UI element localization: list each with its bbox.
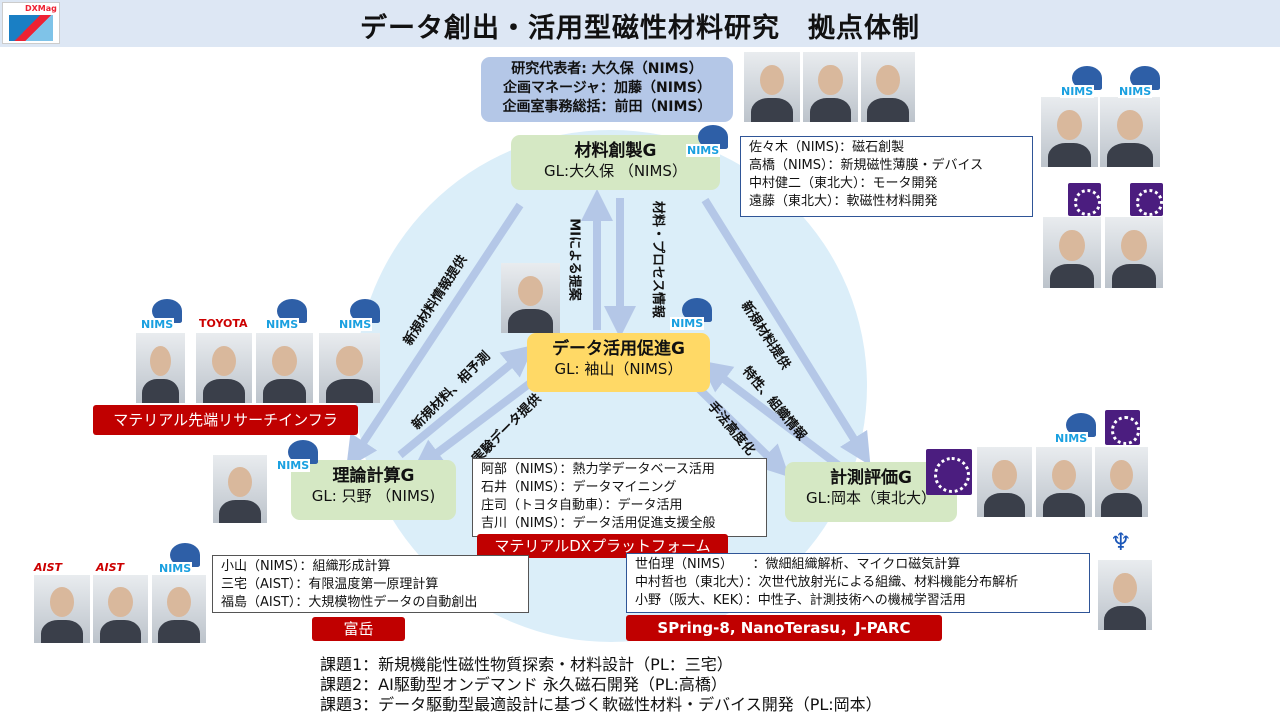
group-leader: GL: 只野 （NIMS): [311, 487, 436, 505]
photo: [501, 263, 560, 333]
photo: [319, 333, 380, 403]
arrow-measure-to-data: [699, 360, 845, 472]
nims-logo: NIMS: [338, 299, 382, 331]
platform-label-synchrotron: SPring-8, NanoTerasu，J-PARC: [626, 615, 942, 641]
nims-logo: NIMS: [158, 543, 202, 575]
photo: [1095, 447, 1148, 517]
photo: [1098, 560, 1152, 630]
leaders-box: 研究代表者: 大久保（NIMS） 企画マネージャ：加藤（NIMS） 企画室事務総…: [481, 57, 733, 122]
photo: [1036, 447, 1092, 517]
tohoku-logo: [926, 449, 972, 495]
nims-logo: NIMS: [670, 298, 714, 330]
arrow-left-outer: [346, 202, 524, 469]
title-bar: [0, 0, 1280, 47]
data-members: 阿部（NIMS）：熱力学データベース活用石井（NIMS）：データマイニング庄司（…: [472, 458, 767, 537]
arrow-label-down: 材料・プロセス情報: [650, 200, 666, 319]
infra-label: マテリアル先端リサーチインフラ: [93, 405, 358, 435]
task-item: 課題1：新規機能性磁性物質探索・材料設計（PL：三宅）: [320, 655, 733, 674]
tohoku-logo: [1130, 183, 1164, 217]
leader-office: 企画室事務総括：前田（NIMS）: [502, 99, 712, 115]
nims-logo: NIMS: [265, 299, 309, 331]
task-item: 課題3：データ駆動型最適設計に基づく軟磁性材料・デバイス開発（PL:岡本）: [320, 695, 882, 714]
platform-label-dx: マテリアルDXプラットフォーム: [477, 534, 728, 558]
photo: [1043, 217, 1101, 288]
photo: [136, 333, 185, 403]
photo: [744, 52, 800, 122]
photo: [1100, 97, 1160, 167]
leader-manager: 企画マネージャ：加藤（NIMS）: [503, 80, 711, 96]
leader-representative: 研究代表者: 大久保（NIMS）: [511, 61, 703, 77]
arrow-label-up: MIによる提案: [566, 218, 582, 301]
toyota-logo: TOYOTA: [199, 317, 248, 330]
photo: [861, 52, 915, 122]
photo: [34, 575, 90, 643]
page-title: データ創出・活用型磁性材料研究 拠点体制: [360, 13, 920, 44]
dxmag-logo: DXMag: [2, 2, 60, 44]
group-name: 材料創製G: [574, 141, 657, 161]
arrow-theory-to-data: [397, 344, 535, 459]
photo: [213, 455, 267, 523]
group-leader: GL: 袖山（NIMS）: [554, 360, 683, 378]
materials-members: 佐々木（NIMS)：磁石創製高橋（NIMS）：新規磁性薄膜・デバイス中村健二（東…: [740, 136, 1033, 217]
nims-logo: NIMS: [1054, 413, 1098, 445]
photo: [1105, 217, 1163, 288]
arrow-data-to-theory: [412, 368, 548, 472]
photo: [977, 447, 1032, 517]
nims-logo: NIMS: [140, 299, 184, 331]
nims-logo: NIMS: [1060, 66, 1104, 98]
photo: [803, 52, 858, 122]
nims-logo: NIMS: [1118, 66, 1162, 98]
photo: [93, 575, 148, 643]
arrow-data-to-measure: [692, 382, 790, 478]
nims-logo: NIMS: [276, 440, 320, 472]
arrow-right-outer: [701, 197, 871, 466]
tohoku-logo: [1105, 410, 1140, 445]
nims-logo: NIMS: [686, 125, 730, 157]
platform-label-fugaku: 富岳: [312, 617, 405, 641]
osaka-univ-logo: ♆: [1110, 528, 1132, 556]
photo: [152, 575, 206, 643]
theory-members: 小山（NIMS）：組織形成計算三宅（AIST）：有限温度第一原理計算福島（AIS…: [212, 555, 529, 613]
task-list: 課題1：新規機能性磁性物質探索・材料設計（PL：三宅） 課題2：AI駆動型オンデ…: [320, 655, 882, 715]
group-name: 理論計算G: [332, 466, 415, 486]
group-name: 計測評価G: [830, 468, 912, 488]
photo: [196, 333, 252, 403]
photo: [1041, 97, 1098, 167]
photo: [256, 333, 313, 403]
aist-logo: AIST: [34, 561, 63, 574]
aist-logo: AIST: [96, 561, 125, 574]
group-name: データ活用促進G: [552, 339, 685, 359]
group-leader: GL:岡本（東北大）: [805, 489, 937, 507]
tohoku-logo: [1068, 183, 1102, 217]
group-leader: GL:大久保 （NIMS）: [544, 162, 687, 180]
task-item: 課題2：AI駆動型オンデマンド 永久磁石開発（PL:高橋）: [320, 675, 727, 694]
measure-members: 世伯理（NIMS） ：微細組織解析、マイクロ磁気計算中村哲也（東北大）：次世代放…: [626, 553, 1090, 613]
